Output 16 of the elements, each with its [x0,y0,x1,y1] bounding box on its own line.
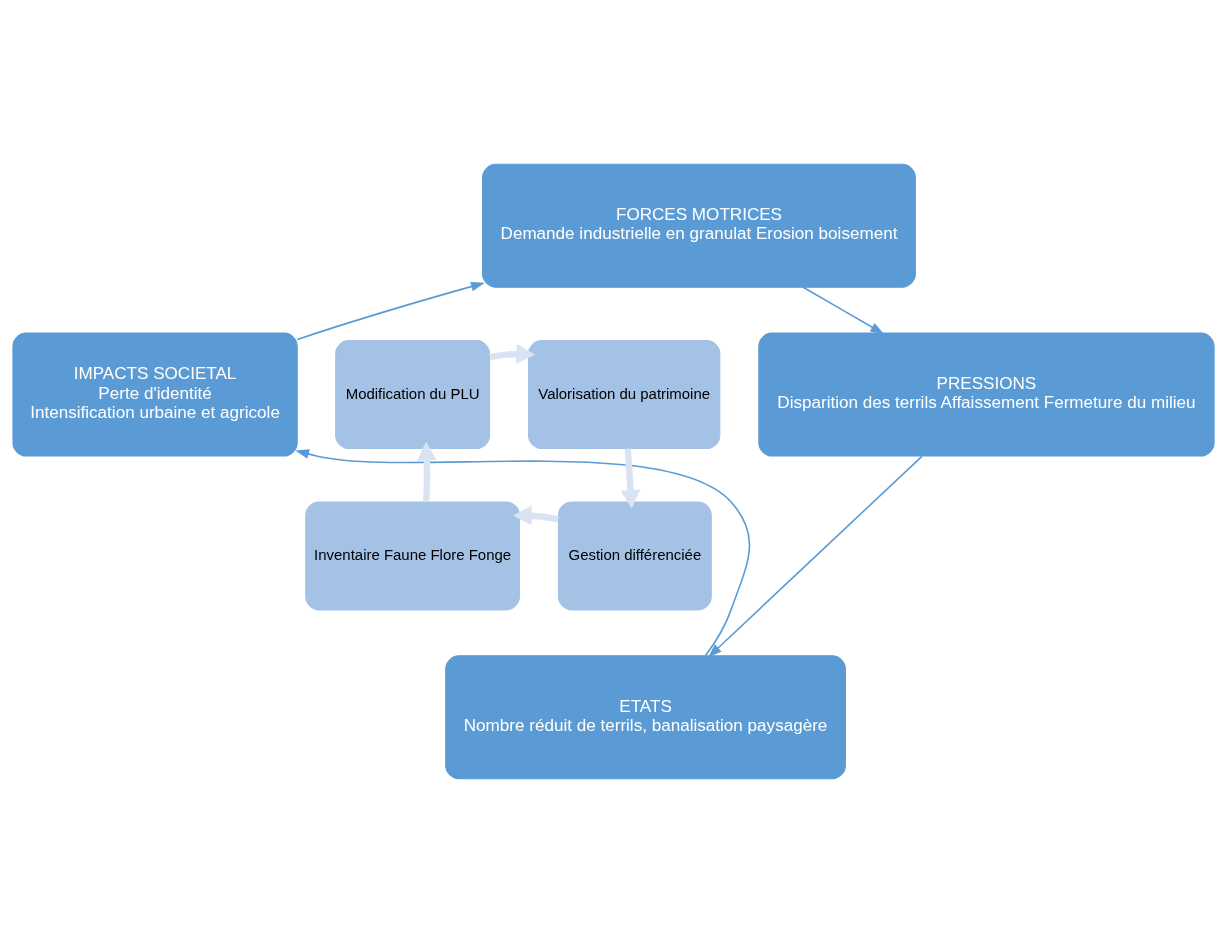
arrow [489,344,536,364]
node-box: FORCES MOTRICES Demande industrielle en granulat Erosion boisement [482,163,916,288]
node-box: Inventaire Faune Flore Fonge [305,501,520,611]
node-box: Valorisation du patrimoine [528,340,721,450]
node-box: Modification du PLU [335,340,491,450]
arrow [802,286,885,335]
arrow [295,449,751,657]
arrow [512,505,559,526]
arrow [417,441,437,502]
arrow [296,281,485,341]
node-box: Gestion différenciée [557,501,712,611]
node-box: IMPACTS SOCIETAL Perte d'identité Intensification urbaine et agricole [12,332,298,457]
arrow [708,455,923,658]
node-box: PRESSIONS Disparition des terrils Affaissement Fermeture du milieu [758,332,1215,457]
arrow [620,448,641,509]
node-box: ETATS Nombre réduit de terrils, banalisation paysagère [445,655,846,780]
